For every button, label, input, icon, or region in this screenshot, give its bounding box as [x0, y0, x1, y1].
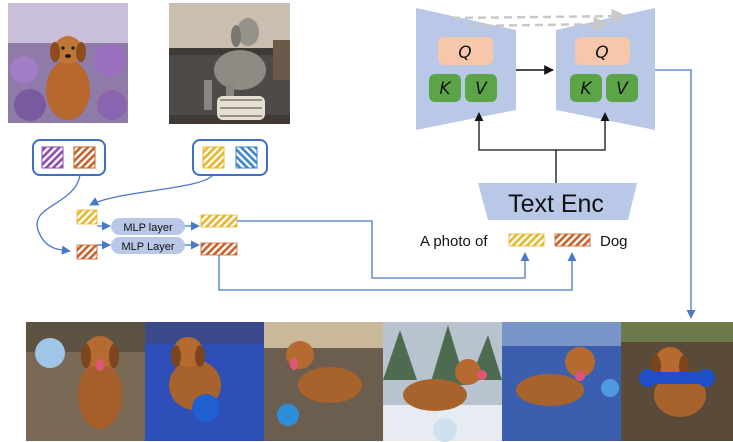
route-yellow-to-prompt	[237, 220, 530, 279]
output-photo-5	[502, 322, 621, 441]
mlp-top-label: MLP layer	[123, 222, 173, 234]
skip-arrow-1	[451, 8, 627, 24]
right-q-label: Q	[595, 43, 608, 63]
left-k-label: K	[439, 79, 452, 99]
mlp-output-yellow-token	[200, 214, 238, 228]
output-photo-4	[383, 322, 502, 442]
small-yellow-token	[76, 209, 98, 225]
token-box-right	[192, 139, 268, 176]
mlp-layer-bottom: MLP Layer	[97, 237, 200, 254]
prompt-prefix: A photo of	[420, 233, 488, 250]
mlp-layer-top: MLP layer	[97, 218, 200, 235]
prompt-suffix: Dog	[600, 233, 628, 250]
text-encoder-label: Text Enc	[508, 190, 604, 218]
output-photo-1	[26, 322, 145, 441]
left-q-label: Q	[458, 43, 471, 63]
encoder-to-unet-arrows	[474, 112, 557, 183]
route-orange-to-prompt	[218, 252, 577, 291]
unet-block-left: Q K V	[416, 8, 516, 130]
encoder-to-unet-right	[556, 112, 610, 151]
output-photo-6	[621, 322, 733, 441]
small-orange-token	[76, 244, 98, 260]
right-v-label: V	[616, 79, 629, 99]
input-photo-dog-flowers	[8, 3, 128, 123]
output-photo-3	[264, 322, 383, 441]
connector-yellow-token	[89, 174, 214, 206]
mlp-output-orange-token	[200, 242, 238, 256]
output-photo-2	[145, 322, 264, 441]
mlp-bottom-label: MLP Layer	[122, 241, 175, 253]
right-k-label: K	[580, 79, 593, 99]
left-v-label: V	[475, 79, 488, 99]
output-arrow	[655, 69, 696, 319]
prompt-yellow-token	[508, 233, 545, 247]
connector-orange-token	[36, 174, 81, 255]
text-encoder: Text Enc	[478, 183, 637, 220]
skip-arrow-2	[469, 16, 609, 32]
unet-block-right: Q K V	[556, 8, 655, 130]
token-box-left	[32, 139, 106, 176]
input-photo-dog-sofa	[169, 3, 290, 124]
prompt-orange-token	[554, 233, 591, 247]
